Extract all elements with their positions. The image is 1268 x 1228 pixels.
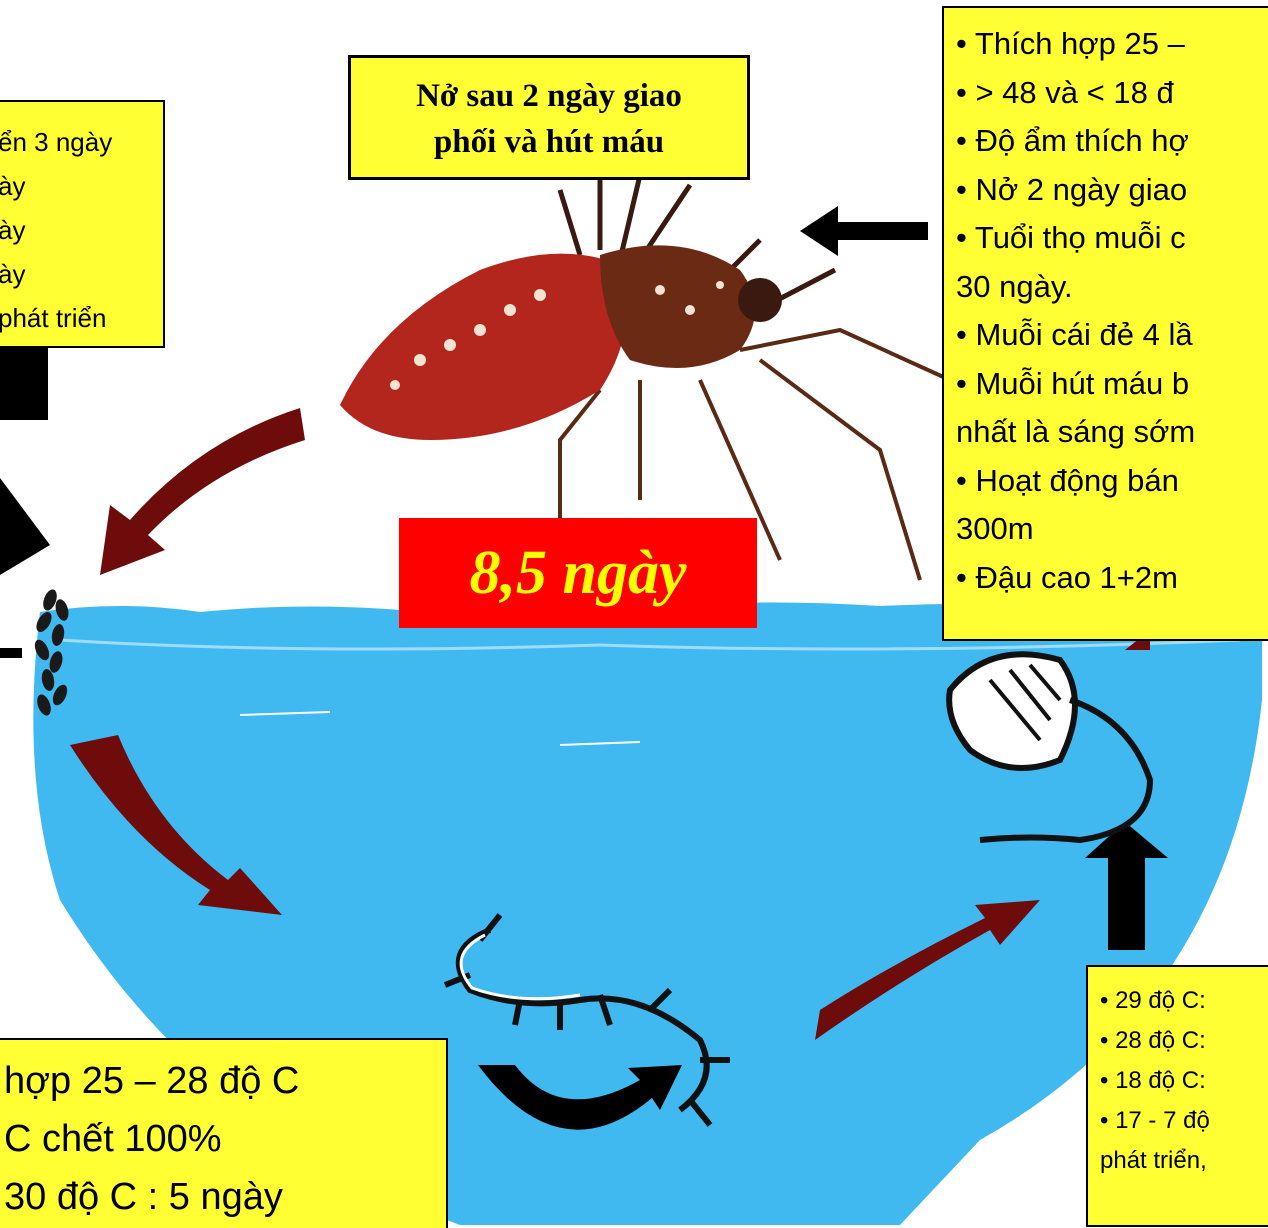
arrow-left-edge [0,478,50,575]
egg-info-line: ển 3 ngày [0,120,163,164]
larva-info-line: C chết 100% [4,1110,446,1168]
pupa-info-line: • 29 độ C: [1100,981,1268,1021]
mosquito-label-line-1: Nở sau 2 ngày giao [351,73,747,119]
larva-info-line: 30 độ C : 5 ngày [4,1168,446,1226]
arrow-pointing-mosquito [800,206,928,256]
pupa-stage-info-box: • 29 độ C: • 28 độ C: • 18 độ C: • 17 - … [1086,965,1268,1227]
pupa-info-line: • 18 độ C: [1100,1061,1268,1101]
cycle-duration-text: 8,5 ngày [399,518,757,628]
page-title-fragment [0,0,930,12]
pupa-info-line: • 17 - 7 độ [1100,1101,1268,1141]
adult-info-line: • Nở 2 ngày giao [956,166,1268,215]
adult-info-line: • Đậu cao 1+2m [956,554,1268,603]
cycle-duration-badge: 8,5 ngày [399,518,757,628]
mosquito-label-line-2: phối và hút máu [351,119,747,165]
larva-info-line: hợp 25 – 28 độ C [4,1052,446,1110]
adult-info-line: • > 48 và < 18 đ [956,69,1268,118]
arrow-left-stub [0,345,48,420]
adult-info-line: 30 ngày. [956,263,1268,312]
egg-info-line: phát triển [0,296,163,340]
adult-info-line: • Tuổi thọ muỗi c [956,214,1268,263]
pupa-info-line: • 28 độ C: [1100,1021,1268,1061]
adult-info-line: • Muỗi cái đẻ 4 lầ [956,311,1268,360]
adult-info-line: 300m [956,505,1268,554]
larva-stage-info-box: hợp 25 – 28 độ C C chết 100% 30 độ C : 5… [0,1038,448,1228]
egg-info-line: ày [0,164,163,208]
egg-stage-info-box: ển 3 ngày ày ày ày phát triển [0,100,165,348]
adult-info-line: • Độ ẩm thích hợ [956,117,1268,166]
pupa-info-line: phát triển, [1100,1141,1268,1181]
egg-info-line: ày [0,252,163,296]
egg-info-line: ày [0,208,163,252]
adult-info-line: • Muỗi hút máu b [956,360,1268,409]
cycle-arrow-adult-to-eggs [100,408,305,575]
adult-stage-info-box: • Thích hợp 25 – • > 48 và < 18 đ • Độ ẩ… [942,6,1268,641]
adult-info-line: nhất là sáng sớm [956,408,1268,457]
adult-info-line: • Thích hợp 25 – [956,20,1268,69]
adult-info-line: • Hoạt động bán [956,457,1268,506]
arrow-pointing-eggs [0,648,22,658]
mosquito-hatch-label: Nở sau 2 ngày giao phối và hút máu [348,55,750,180]
